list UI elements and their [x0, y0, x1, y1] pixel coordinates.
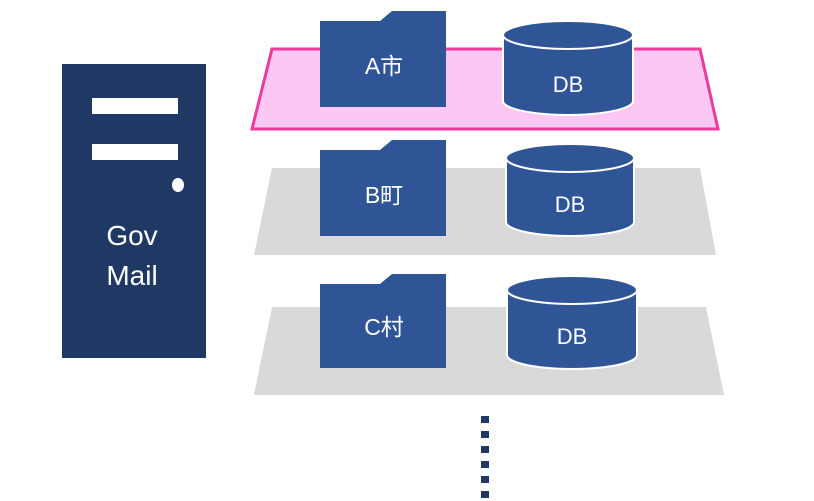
tenant-layer-a: A市 DB [250, 11, 720, 131]
database-icon [505, 143, 635, 237]
folder-label: B町 [365, 182, 403, 208]
folder-label: A市 [365, 53, 403, 79]
server-drive-slot-1 [92, 98, 178, 114]
db-label: DB [555, 192, 586, 217]
db-label: DB [557, 324, 588, 349]
tenant-layer-c: C村 DB [254, 274, 724, 395]
server-power-led [172, 178, 184, 192]
vertical-ellipsis-icon [481, 416, 489, 498]
db-label: DB [553, 72, 584, 97]
server-label-line2: Mail [106, 260, 157, 291]
database-icon [502, 20, 634, 116]
folder-icon [320, 140, 446, 236]
folder-icon [320, 11, 446, 107]
tenant-layer-b: B町 DB [254, 140, 716, 255]
server-label-line1: Gov [106, 220, 157, 251]
folder-icon [320, 274, 446, 368]
folder-label: C村 [364, 314, 404, 340]
server-drive-slot-2 [92, 144, 178, 160]
database-icon [506, 275, 638, 370]
mail-server: Gov Mail [62, 64, 206, 358]
